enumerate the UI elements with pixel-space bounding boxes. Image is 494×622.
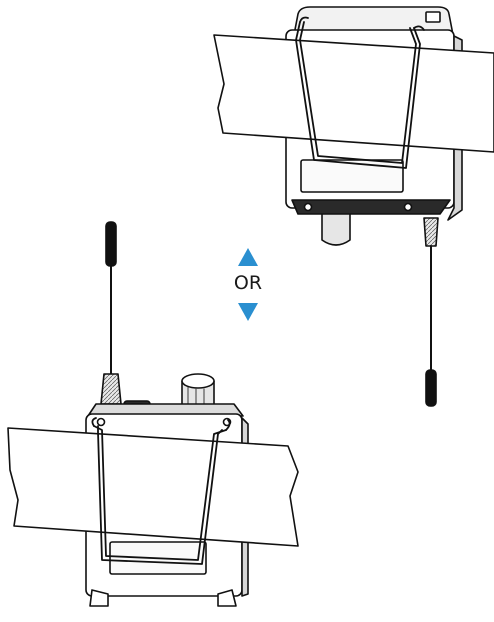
antenna-icon: [100, 221, 122, 405]
belt-clip-wire: [91, 417, 231, 565]
arrow-down-icon: [238, 303, 258, 321]
or-label: OR: [233, 272, 263, 294]
arrow-up-icon: [238, 248, 258, 266]
belt-strap: [7, 427, 299, 547]
antenna-icon: [423, 217, 439, 407]
volume-knob-icon: [321, 205, 351, 246]
receiver-worn-antenna-down: [213, 6, 494, 407]
belt-strap: [213, 34, 494, 153]
belt-clip-wire: [295, 16, 425, 169]
or-separator: [238, 248, 258, 321]
receiver-worn-antenna-up: [7, 221, 299, 607]
